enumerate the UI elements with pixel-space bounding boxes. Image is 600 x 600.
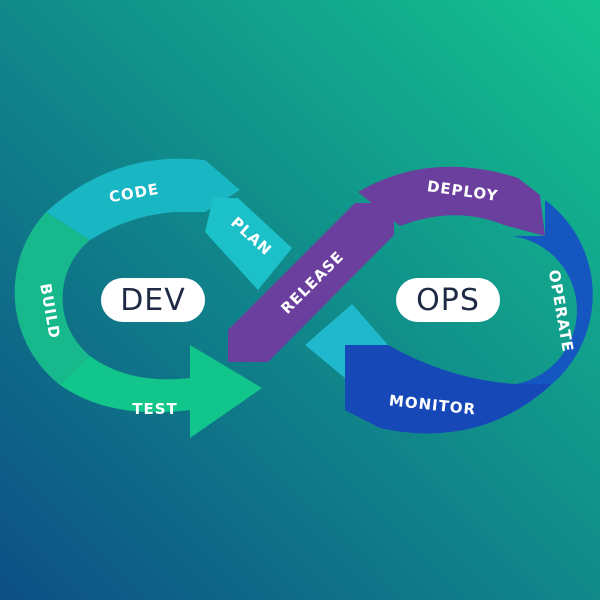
release-segment: [228, 203, 394, 362]
build-segment: [14, 212, 91, 385]
test-segment: [60, 345, 262, 438]
deploy-segment: [358, 166, 545, 236]
operate-segment: [512, 200, 593, 384]
test-label: TEST: [132, 400, 178, 418]
dev-pill: [101, 278, 205, 322]
ops-pill: [396, 278, 500, 322]
plan-segment: [205, 198, 292, 290]
monitor-segment: [345, 345, 552, 434]
dev-label: DEV: [120, 283, 186, 318]
ops-label: OPS: [416, 283, 480, 318]
code-segment: [46, 158, 240, 240]
